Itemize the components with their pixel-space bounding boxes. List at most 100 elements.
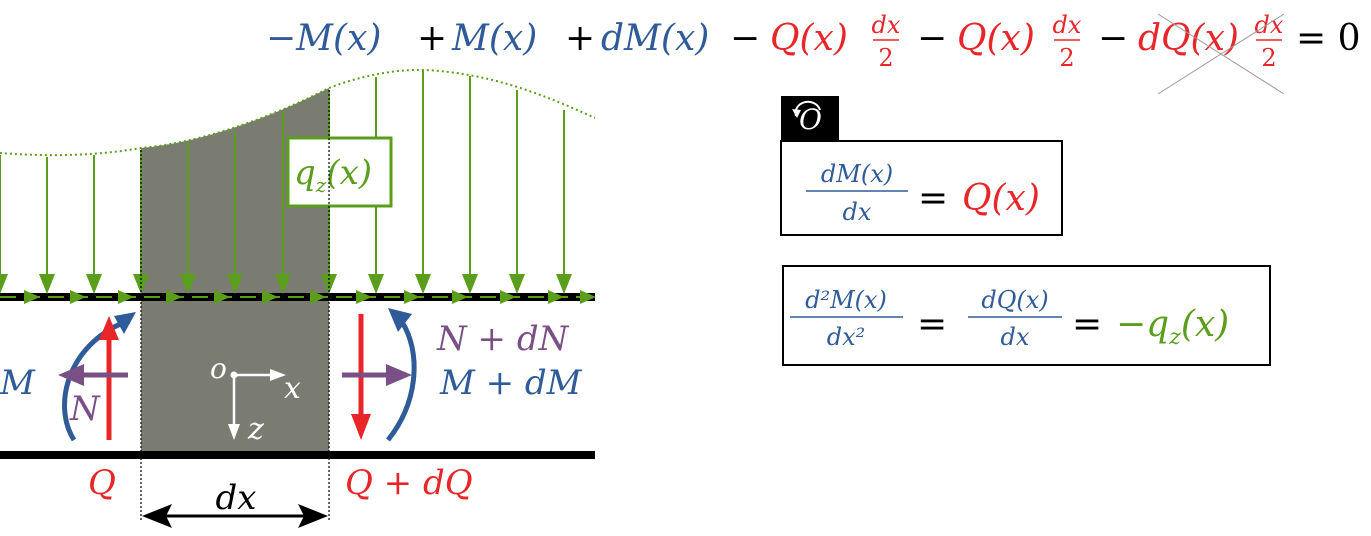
- load-arrow-icon: [368, 274, 384, 294]
- eq-minus-1: −: [730, 18, 760, 59]
- result-box-1: dM(x) dx = Q(x): [780, 140, 1063, 236]
- load-arrow-icon: [275, 274, 291, 294]
- rotation-arrowhead-icon: [792, 109, 801, 118]
- load-envelope: [0, 68, 596, 157]
- right-shear-label: Q + dQ: [345, 463, 473, 503]
- tangent-arrow-icon: [452, 290, 468, 304]
- load-arrow-icon: [509, 274, 525, 294]
- load-label-box: qz(x): [286, 136, 393, 208]
- eq-term-q1: Q(x): [770, 18, 848, 59]
- box1-num: dM(x): [821, 160, 893, 188]
- tangent-arrow-icon: [214, 290, 230, 304]
- box2-eq2: =: [1072, 304, 1102, 345]
- eq-term-dq: dQ(x): [1138, 18, 1239, 59]
- tangent-arrow-icon: [548, 290, 564, 304]
- result-box-2-frame: [782, 265, 1271, 366]
- eq-frac-2-num: dx: [1053, 11, 1082, 39]
- box2-den1: dx²: [827, 323, 866, 351]
- load-label-frame: [286, 136, 393, 208]
- tangent-arrow-icon: [310, 290, 326, 304]
- load-label-sub: z: [315, 173, 327, 197]
- left-shear-label: Q: [88, 463, 116, 503]
- dx-label: dx: [216, 478, 257, 518]
- dx-dimension: dx: [142, 478, 328, 528]
- origin-label: o: [210, 352, 227, 385]
- x-axis-arrow-icon: [270, 369, 286, 381]
- result-box-2: d²M(x) dx² = dQ(x) dx = −qz(x): [782, 265, 1271, 366]
- right-moment-label: M + dM: [439, 363, 583, 403]
- eq-frac-2-den: 2: [1059, 44, 1074, 72]
- load-arrow-icon: [180, 274, 196, 294]
- load-arrow-icon: [227, 274, 243, 294]
- eq-term-m: M(x): [451, 18, 537, 59]
- origin-tag-label: O: [799, 103, 822, 136]
- load-label-q: q: [294, 153, 316, 193]
- tangent-arrow-icon: [356, 290, 372, 304]
- box1-rhs: Q(x): [962, 178, 1040, 219]
- beam-element: qz(x) dx o x z: [0, 68, 596, 528]
- box2-den2: dx: [1001, 323, 1030, 351]
- tangent-arrow-icon: [118, 290, 134, 304]
- left-normal-label: N: [69, 389, 101, 429]
- right-normal-label: N + dN: [436, 319, 570, 359]
- left-face-forces: M N Q: [0, 312, 136, 503]
- load-arrow-icon: [556, 274, 572, 294]
- eq-frac-3-den: 2: [1261, 44, 1276, 72]
- box2-rhs: −qz(x): [1116, 304, 1229, 350]
- load-arrow-icon: [86, 274, 102, 294]
- tangent-arrow-icon: [404, 290, 420, 304]
- local-axes: o x z: [210, 352, 301, 447]
- box2-rhs-arg: (x): [1181, 304, 1229, 345]
- origin-tag-bg: [781, 96, 839, 140]
- eq-frac-2: dx 2: [1053, 11, 1082, 72]
- z-axis-arrow-icon: [228, 424, 240, 440]
- origin-tag: O: [781, 96, 839, 140]
- x-axis-label: x: [284, 371, 301, 406]
- eq-frac-3-num: dx: [1255, 11, 1284, 39]
- eq-frac-1-den: 2: [878, 44, 893, 72]
- box2-num2: dQ(x): [981, 286, 1048, 314]
- load-arrow-icon: [39, 274, 55, 294]
- eq-term-neg-m: −M(x): [266, 18, 381, 59]
- eq-plus-1: +: [417, 18, 447, 59]
- box2-eq1: =: [917, 304, 947, 345]
- box1-eq: =: [918, 178, 948, 219]
- eq-frac-1-num: dx: [872, 11, 901, 39]
- beam-tangent-arrows: [24, 290, 596, 304]
- box2-rhs-q: −q: [1116, 304, 1169, 345]
- moment-equilibrium-equation: −M(x) + M(x) + dM(x) − Q(x) dx 2 − Q(x) …: [266, 11, 1361, 95]
- right-face-forces: N + dN M + dM Q + dQ: [342, 308, 583, 503]
- eq-equals-zero: = 0: [1296, 18, 1361, 59]
- left-moment-arrow-icon: [114, 312, 136, 334]
- load-arrow-icon: [0, 274, 8, 294]
- z-axis-label: z: [247, 412, 264, 447]
- left-normal-arrow-icon: [58, 364, 84, 386]
- left-moment-label: M: [0, 363, 36, 403]
- eq-plus-2: +: [565, 18, 595, 59]
- right-shear-arrow-icon: [351, 414, 371, 440]
- load-label: qz(x): [294, 153, 372, 197]
- eq-minus-2: −: [917, 18, 947, 59]
- load-arrow-icon: [462, 274, 478, 294]
- right-normal-arrow-icon: [386, 364, 412, 386]
- left-shear-arrow-icon: [99, 316, 119, 340]
- box2-num1: d²M(x): [805, 286, 887, 314]
- tangent-arrow-icon: [166, 290, 182, 304]
- tangent-arrow-icon: [262, 290, 278, 304]
- tangent-arrow-icon: [500, 290, 516, 304]
- right-moment-arc: [386, 320, 417, 442]
- right-moment-arrow-icon: [388, 308, 412, 332]
- eq-cross-out-mark: [1157, 13, 1285, 95]
- tangent-arrow-icon: [580, 290, 596, 304]
- box2-rhs-sub: z: [1168, 325, 1181, 350]
- eq-frac-3: dx 2: [1255, 11, 1284, 72]
- box1-den: dx: [843, 198, 872, 226]
- eq-term-q2: Q(x): [957, 18, 1035, 59]
- eq-frac-1: dx 2: [872, 11, 901, 72]
- tangent-arrow-icon: [70, 290, 86, 304]
- dx-left-arrow-icon: [142, 504, 172, 528]
- load-label-arg: (x): [326, 153, 372, 193]
- result-box-1-frame: [780, 140, 1063, 236]
